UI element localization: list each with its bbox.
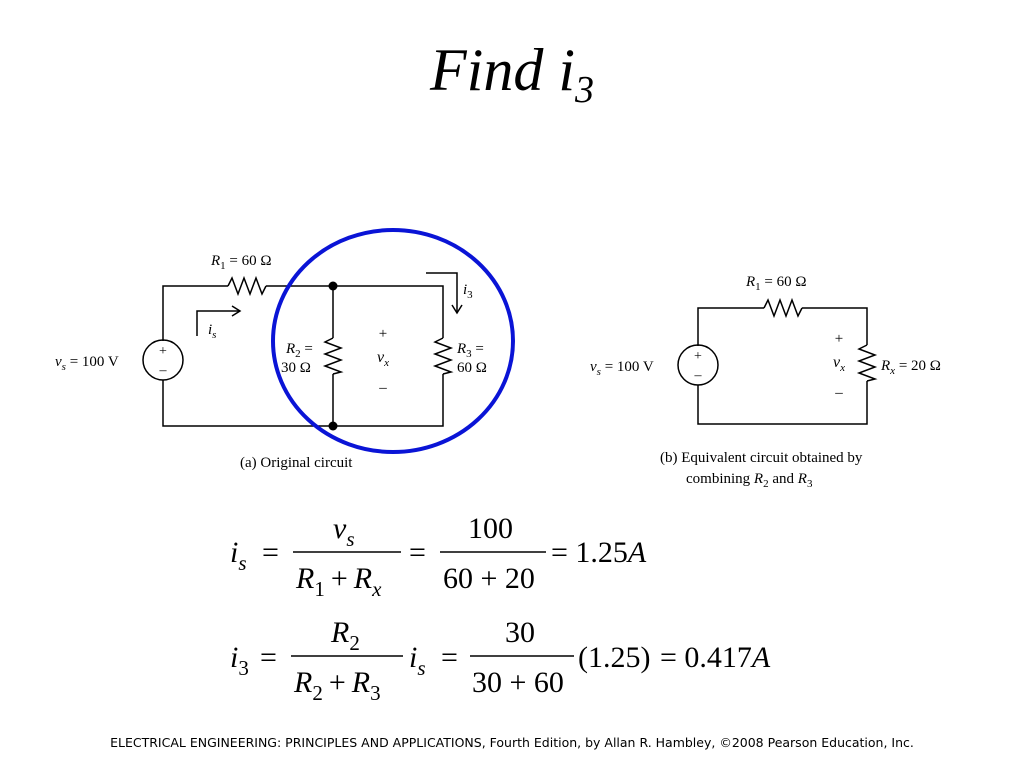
equation-is: is = vs R1+Rx = 100 60 + 20 = 1.25A	[230, 512, 647, 601]
vx-b-plus: +	[835, 331, 843, 347]
eq2-num2: 30	[505, 616, 535, 649]
equation-i3: i3 = R2 R2+R3 is = 30 30 + 60 (1.25) = 0…	[230, 616, 771, 705]
eq1-den1: R1+Rx	[295, 562, 382, 601]
r2-value: 30 Ω	[281, 360, 311, 376]
footer-copyright: ELECTRICAL ENGINEERING: PRINCIPLES AND A…	[110, 735, 914, 750]
current-i3-arrow-icon	[426, 272, 458, 313]
i3-label: i3	[463, 282, 473, 301]
source-b-minus: –	[694, 368, 703, 383]
source-b-plus: +	[694, 349, 702, 364]
r1-a-label: R1 = 60 Ω	[210, 253, 272, 272]
voltage-source-a-icon	[142, 339, 184, 381]
eq2-num1: R2	[330, 616, 360, 655]
circuit-b-wire-left	[697, 307, 764, 346]
vx-a-plus: +	[379, 326, 387, 342]
circuit-b	[677, 297, 878, 425]
eq2-equals-2: =	[441, 641, 458, 674]
source-b-label: vs = 100 V	[590, 359, 654, 378]
resistor-r2-icon	[322, 337, 344, 375]
r3-value: 60 Ω	[457, 360, 487, 376]
rx-label: Rx = 20 Ω	[880, 358, 941, 377]
eq2-den2: 30 + 60	[472, 666, 564, 699]
vx-a-label: vx	[377, 349, 389, 369]
vx-b-label: vx	[833, 354, 845, 374]
title-text: Find i	[430, 37, 575, 103]
source-a-minus: –	[159, 363, 168, 378]
caption-b-line1: (b) Equivalent circuit obtained by	[660, 450, 863, 466]
circuit-a-wire-top	[266, 285, 444, 338]
vx-b-minus: –	[834, 385, 843, 401]
eq2-lhs: i3	[230, 641, 249, 680]
eq2-paren-value: (1.25)	[578, 641, 650, 674]
eq2-equals-1: =	[260, 641, 277, 674]
highlight-circle	[271, 228, 515, 454]
r2-label: R2 =	[285, 341, 313, 360]
voltage-source-b-icon	[677, 344, 719, 386]
current-i3-arrowhead-icon	[451, 304, 463, 315]
node-dot-top-icon	[328, 281, 338, 291]
eq1-num1: vs	[333, 512, 355, 551]
eq1-lhs: is	[230, 536, 247, 575]
resistor-r1-b-icon	[763, 297, 803, 319]
caption-a: (a) Original circuit	[240, 455, 353, 471]
vx-a-minus: –	[378, 380, 387, 396]
title-subscript: 3	[575, 69, 594, 111]
resistor-r3-icon	[432, 337, 454, 375]
eq1-equals-1: =	[262, 536, 279, 569]
current-is-arrowhead-icon	[231, 305, 242, 317]
circuit-b-wire-bottom	[697, 381, 868, 425]
source-a-plus: +	[159, 344, 167, 359]
resistor-r1-icon	[227, 275, 267, 297]
eq2-den1: R2+R3	[293, 666, 381, 705]
eq1-equals-2: =	[409, 536, 426, 569]
slide-title: Find i3	[0, 36, 1024, 112]
circuit-a	[142, 272, 463, 427]
r1-b-label: R1 = 60 Ω	[745, 274, 807, 293]
r3-label: R3 =	[456, 341, 484, 360]
resistor-rx-icon	[856, 344, 878, 382]
circuit-a-wire-left	[162, 285, 228, 341]
node-dot-bottom-icon	[328, 421, 338, 431]
circuit-a-wire-left-bottom	[162, 374, 444, 427]
eq2-result: = 0.417A	[660, 641, 771, 674]
eq1-result: = 1.25A	[551, 536, 647, 569]
eq2-mult: is	[409, 641, 426, 680]
is-label: is	[208, 322, 216, 341]
eq1-num2: 100	[468, 512, 513, 545]
source-a-label: vs = 100 V	[55, 354, 119, 373]
circuit-b-wire-right	[802, 307, 868, 345]
current-is-arrow-icon	[196, 310, 240, 336]
caption-b-line2: combining R2 and R3	[686, 471, 813, 490]
eq1-den2: 60 + 20	[443, 562, 535, 595]
